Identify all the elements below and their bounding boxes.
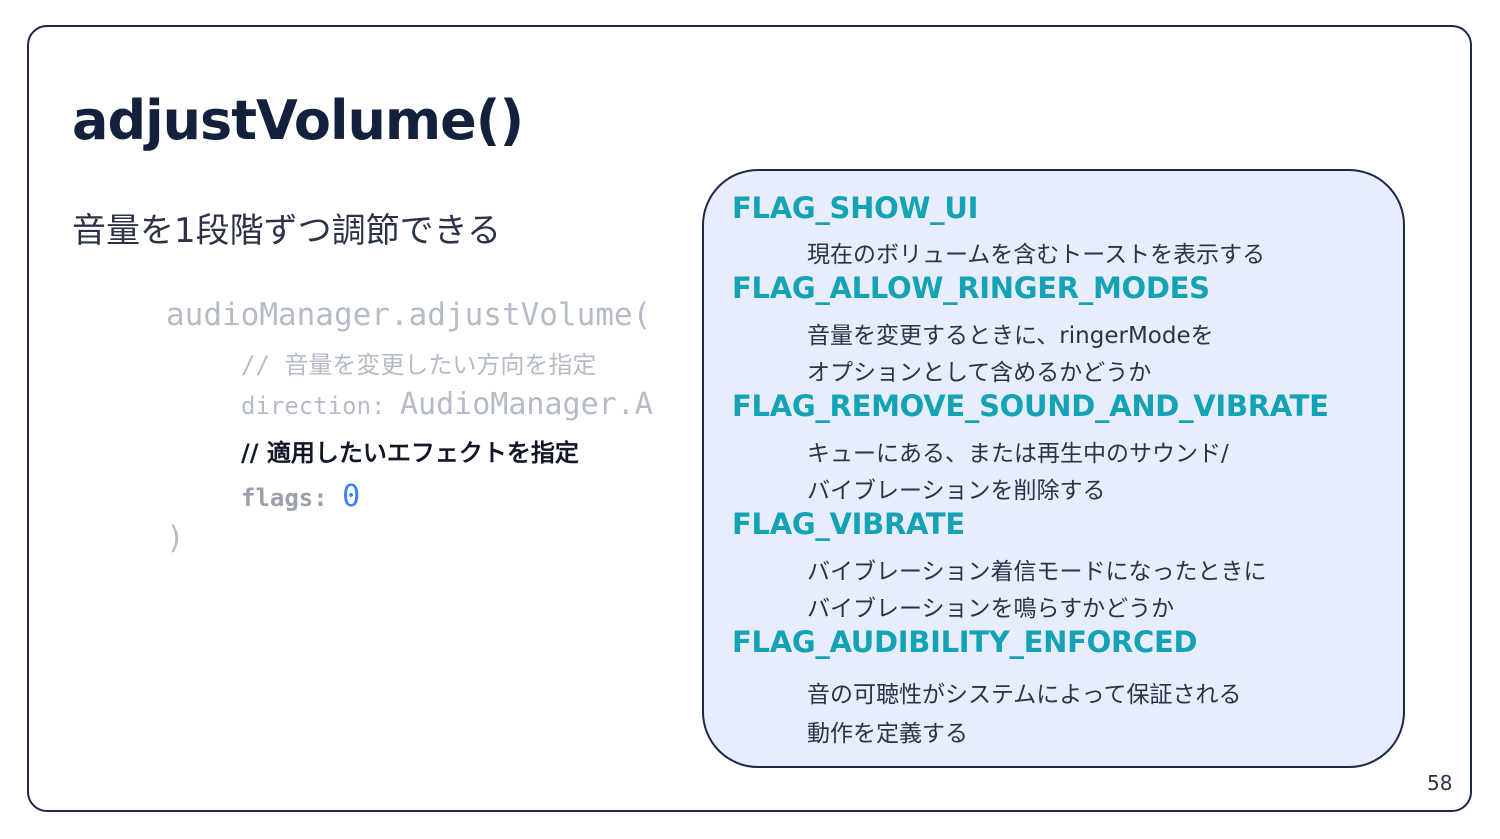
flag-allow-ringer-modes: FLAG_ALLOW_RINGER_MODES <box>732 271 1210 305</box>
flag-remove-sound-desc-1: キューにある、または再生中のサウンド/ <box>807 441 1229 467</box>
code-line-direction: direction: AudioManager.A <box>241 387 653 422</box>
code-line-close: ) <box>166 520 185 556</box>
flag-vibrate: FLAG_VIBRATE <box>732 507 965 541</box>
flags-panel: FLAG_SHOW_UI 現在のボリュームを含むトーストを表示する FLAG_A… <box>702 169 1405 768</box>
flag-allow-ringer-modes-desc-2: オプションとして含めるかどうか <box>807 360 1152 386</box>
slide: adjustVolume() 音量を1段階ずつ調節できる audioManage… <box>27 25 1472 812</box>
flag-remove-sound-and-vibrate: FLAG_REMOVE_SOUND_AND_VIBRATE <box>732 389 1329 423</box>
flag-show-ui-desc: 現在のボリュームを含むトーストを表示する <box>807 242 1266 268</box>
flag-audibility-desc-2: 動作を定義する <box>807 721 968 747</box>
flag-vibrate-desc-1: バイブレーション着信モードになったときに <box>807 559 1267 585</box>
flags-label: flags: <box>241 484 343 512</box>
flag-audibility-enforced: FLAG_AUDIBILITY_ENFORCED <box>732 625 1198 659</box>
code-comment-flags: // 適用したいエフェクトを指定 <box>241 439 579 467</box>
code-line-flags: flags: 0 <box>241 479 360 514</box>
flag-vibrate-desc-2: バイブレーションを鳴らすかどうか <box>807 596 1175 622</box>
slide-title: adjustVolume() <box>72 89 524 152</box>
code-line-call: audioManager.adjustVolume( <box>166 297 652 333</box>
direction-label: direction: <box>241 392 400 420</box>
page-number: 58 <box>1427 771 1453 795</box>
flag-remove-sound-desc-2: バイブレーションを削除する <box>807 478 1106 504</box>
direction-value: AudioManager.A <box>399 387 653 422</box>
code-comment-direction: // 音量を変更したい方向を指定 <box>241 351 597 379</box>
slide-subtitle: 音量を1段階ずつ調節できる <box>72 211 501 251</box>
flag-audibility-desc-1: 音の可聴性がシステムによって保証される <box>807 682 1242 708</box>
flag-allow-ringer-modes-desc-1: 音量を変更するときに、ringerModeを <box>807 323 1214 349</box>
flags-value: 0 <box>342 479 361 514</box>
flag-show-ui: FLAG_SHOW_UI <box>732 191 979 225</box>
